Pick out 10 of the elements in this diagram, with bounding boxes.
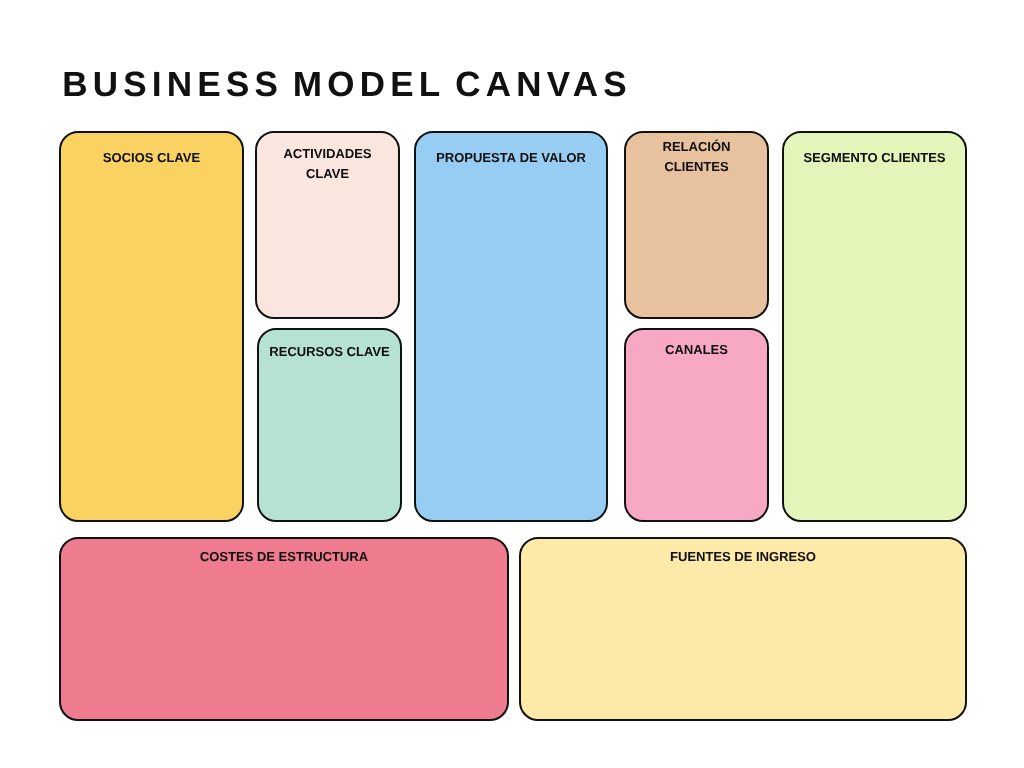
canvas-box: CANALES: [624, 328, 769, 522]
canvas-box: PROPUESTA DE VALOR: [414, 131, 608, 522]
canvas-box: SOCIOS CLAVE: [59, 131, 244, 522]
title: BUSINESS MODEL CANVAS: [64, 71, 626, 97]
canvas-box: COSTES DE ESTRUCTURA: [59, 537, 509, 721]
canvas-box: SEGMENTO CLIENTES: [782, 131, 967, 522]
canvas-box: RECURSOS CLAVE: [257, 328, 402, 522]
canvas-box: ACTIVIDADES CLAVE: [255, 131, 400, 319]
canvas-box: FUENTES DE INGRESO: [519, 537, 967, 721]
canvas-box: RELACIÓN CLIENTES: [624, 131, 769, 319]
